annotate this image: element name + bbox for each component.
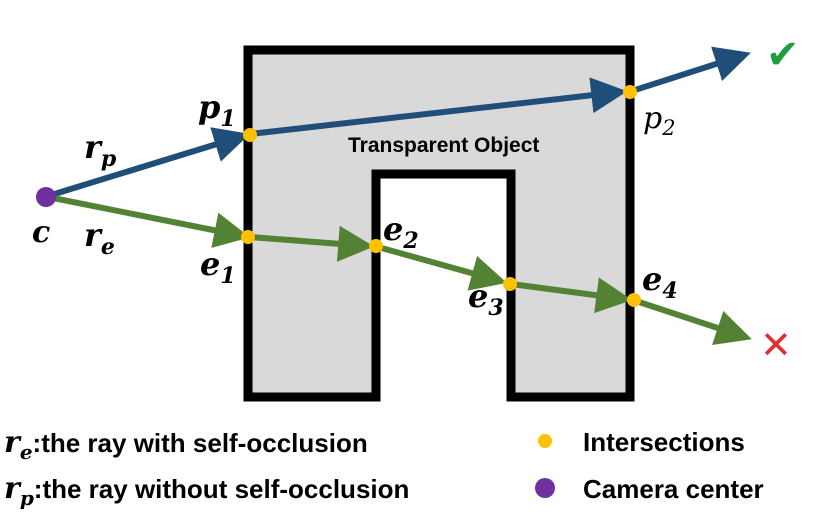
point-label-e2: e2 bbox=[383, 210, 419, 254]
legend-rp-subscript: p bbox=[20, 486, 34, 510]
ray-e-segment-5 bbox=[635, 298, 752, 346]
point-label-e3: e3 bbox=[468, 277, 504, 321]
camera-center-dot bbox=[36, 187, 56, 207]
ray-p-segment-2 bbox=[249, 77, 628, 137]
intersection-e2 bbox=[369, 239, 383, 253]
ray-p-segment-1 bbox=[47, 127, 250, 199]
ray-p bbox=[47, 46, 751, 199]
legend-intersection-dot bbox=[538, 434, 552, 448]
legend-rp: rp:the ray without self-occlusion bbox=[4, 471, 409, 510]
intersection-e1 bbox=[241, 230, 255, 244]
legend-re-symbol: r bbox=[4, 425, 22, 460]
intersection-p2 bbox=[623, 85, 637, 99]
cross-icon: ✕ bbox=[760, 323, 792, 367]
intersection-e3 bbox=[503, 277, 517, 291]
ray-e-segment-3 bbox=[377, 244, 507, 291]
ray-e-segment-4 bbox=[510, 277, 633, 314]
point-label-p2: p2 bbox=[643, 101, 676, 140]
legend-rp-symbol: r bbox=[4, 471, 22, 506]
intersection-e4 bbox=[627, 293, 641, 307]
ray-e bbox=[47, 194, 752, 346]
point-label-e1: e1 bbox=[200, 245, 236, 289]
intersection-p1 bbox=[243, 128, 257, 142]
legend-camera-label: Camera center bbox=[583, 474, 764, 504]
camera-label: c bbox=[32, 215, 50, 250]
ray-e-segment-1 bbox=[47, 194, 251, 249]
legend-re-subscript: e bbox=[20, 440, 33, 464]
ray-p-label: rp bbox=[84, 128, 117, 172]
ray-e-segment-2 bbox=[249, 225, 375, 262]
point-label-e4: e4 bbox=[642, 260, 678, 304]
ray-e-label-subscript: e bbox=[101, 234, 115, 260]
legend-rp-text: :the ray without self-occlusion bbox=[34, 474, 410, 504]
ray-p-segment-3 bbox=[631, 46, 751, 94]
checkmark-icon: ✔ bbox=[766, 32, 800, 78]
transparent-object-shape bbox=[243, 45, 635, 402]
point-label-p1: p1 bbox=[198, 88, 236, 132]
legend: re:the ray with self-occlusion rp:the ra… bbox=[4, 425, 764, 510]
ray-p-label-subscript: p bbox=[101, 146, 117, 172]
ray-e-label: re bbox=[84, 216, 115, 260]
ray-p-label-symbol: r bbox=[84, 128, 103, 166]
legend-re-text: :the ray with self-occlusion bbox=[33, 428, 368, 458]
ray-e-label-symbol: r bbox=[84, 216, 103, 254]
legend-intersections-label: Intersections bbox=[583, 427, 745, 457]
legend-re: re:the ray with self-occlusion bbox=[4, 425, 368, 464]
legend-camera-dot bbox=[535, 478, 555, 498]
object-label: Transparent Object bbox=[348, 134, 539, 157]
